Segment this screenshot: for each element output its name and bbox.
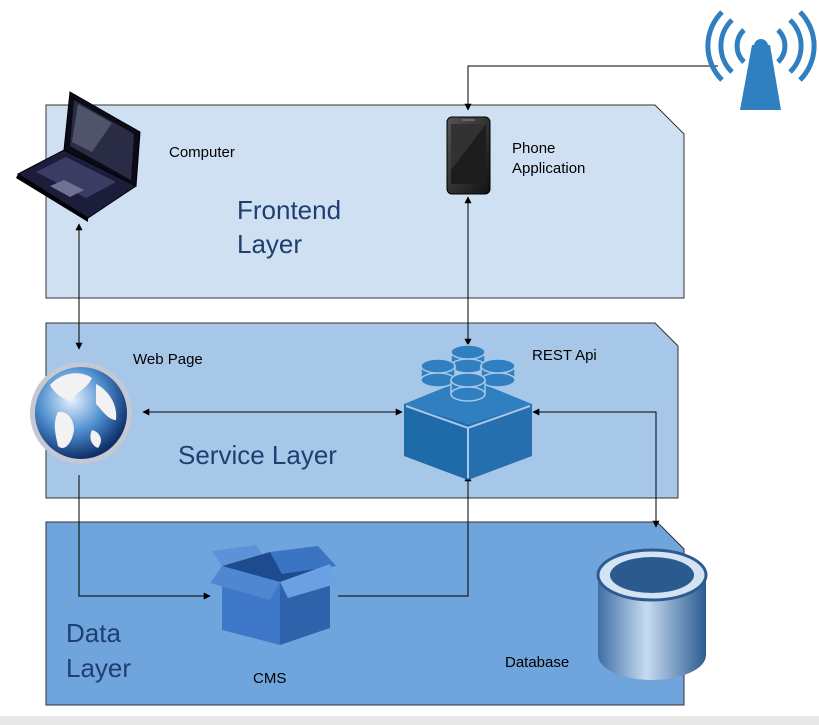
globe-icon [30,362,132,464]
computer-label: Computer [169,144,235,161]
webpage-cms-connector [78,475,211,600]
phone-label-line2: Application [512,160,585,177]
rest-api-label: REST Api [532,347,597,364]
antenna-phone-connector [464,65,718,111]
frontend-layer: Frontend Layer [45,104,685,299]
web-page-label: Web Page [133,351,203,368]
data-layer-title-line2: Layer [66,653,131,683]
building-block-icon [404,344,532,480]
connectors [75,65,718,600]
smartphone-icon [446,116,491,195]
data-layer-title-line1: Data [66,618,121,648]
database-label: Database [505,654,569,671]
cms-label: CMS [253,670,286,687]
frontend-layer-panel [45,104,685,299]
frontend-layer-title-line1: Frontend [237,195,341,225]
data-layer: Data Layer [45,521,685,706]
restapi-database-connector [532,408,660,528]
laptop-icon [16,91,141,222]
frontend-layer-title-line2: Layer [237,229,302,259]
cms-restapi-connector [338,474,472,597]
service-layer-title: Service Layer [178,440,337,470]
open-box-icon [210,545,336,645]
phone-label-line1: Phone [512,140,555,157]
data-layer-panel [45,521,685,706]
bottom-edge-bar [0,716,819,725]
database-cylinder-icon [596,548,708,680]
wireless-antenna-icon [705,10,817,110]
